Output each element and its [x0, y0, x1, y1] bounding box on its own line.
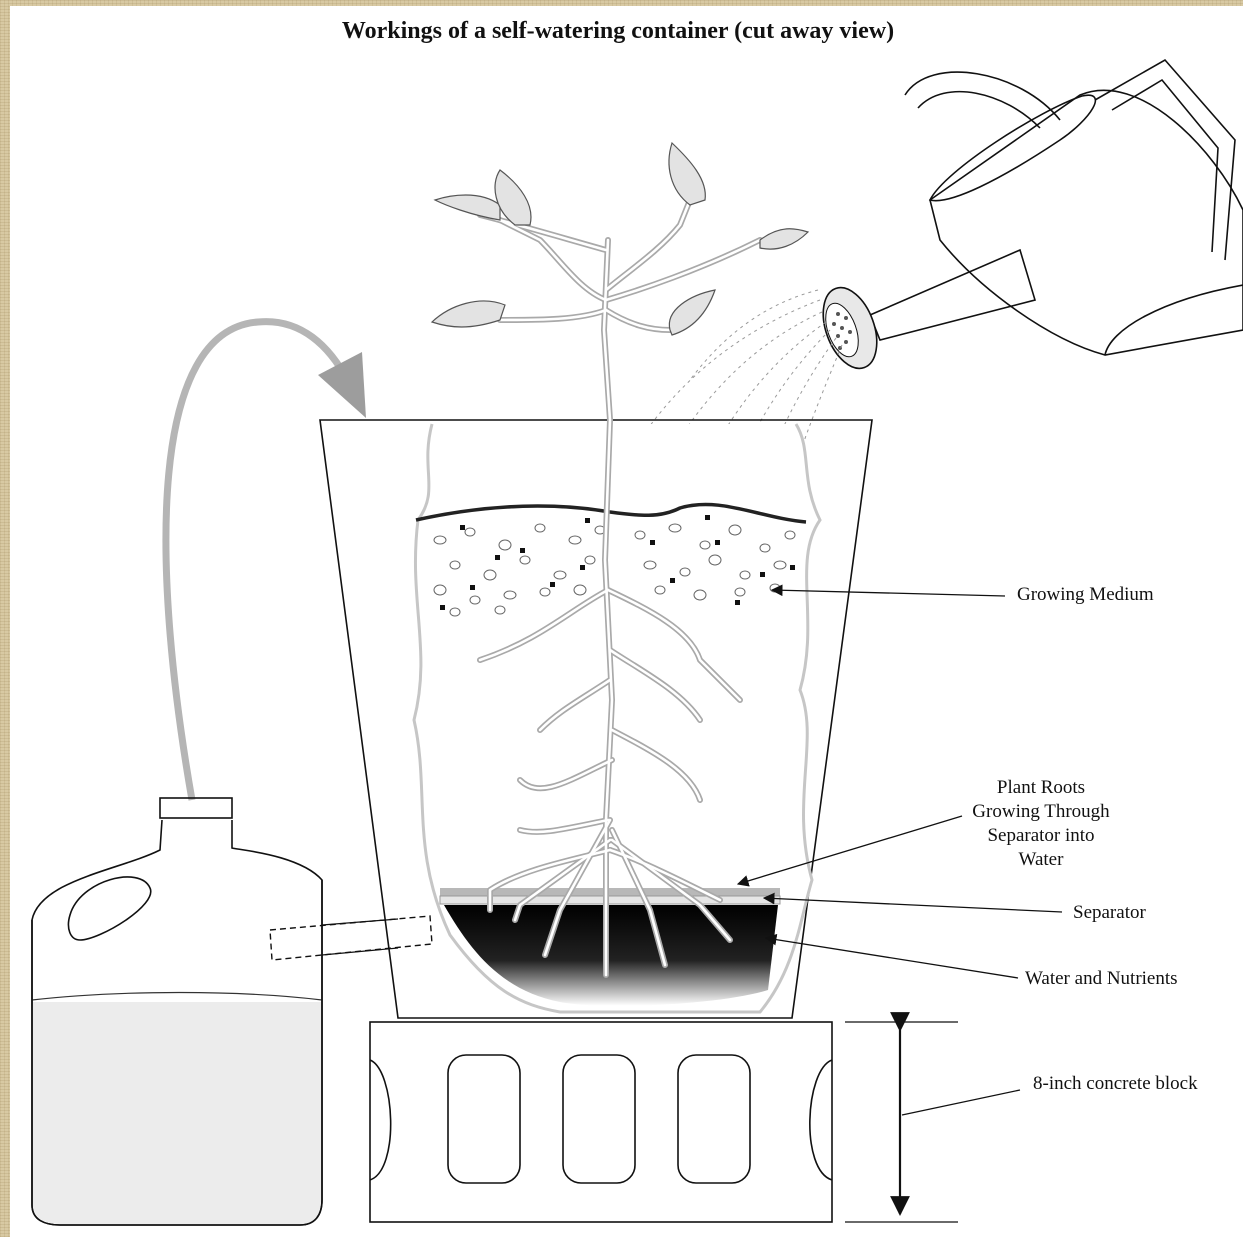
- label-separator: Separator: [1073, 902, 1146, 923]
- curved-arrow-icon: [166, 322, 366, 800]
- concrete-block: [370, 1022, 832, 1222]
- label-roots-line2: Growing Through: [972, 801, 1110, 822]
- label-roots-line1: Plant Roots: [997, 777, 1085, 798]
- watering-can-icon: [813, 60, 1243, 376]
- label-water-nutrients: Water and Nutrients: [1025, 968, 1178, 989]
- water-jug-icon: [32, 798, 322, 1225]
- label-roots-line3: Separator into: [987, 825, 1094, 846]
- label-roots-line4: Water: [1019, 849, 1065, 870]
- water-reservoir: [444, 905, 778, 1006]
- leaf: [435, 195, 500, 220]
- diagram-title: Workings of a self-watering container (c…: [342, 18, 894, 44]
- block-height-dimension: [845, 1022, 958, 1222]
- label-growing-medium: Growing Medium: [1017, 584, 1154, 605]
- overflow-tube: [270, 916, 432, 960]
- label-concrete-block: 8-inch concrete block: [1033, 1073, 1198, 1094]
